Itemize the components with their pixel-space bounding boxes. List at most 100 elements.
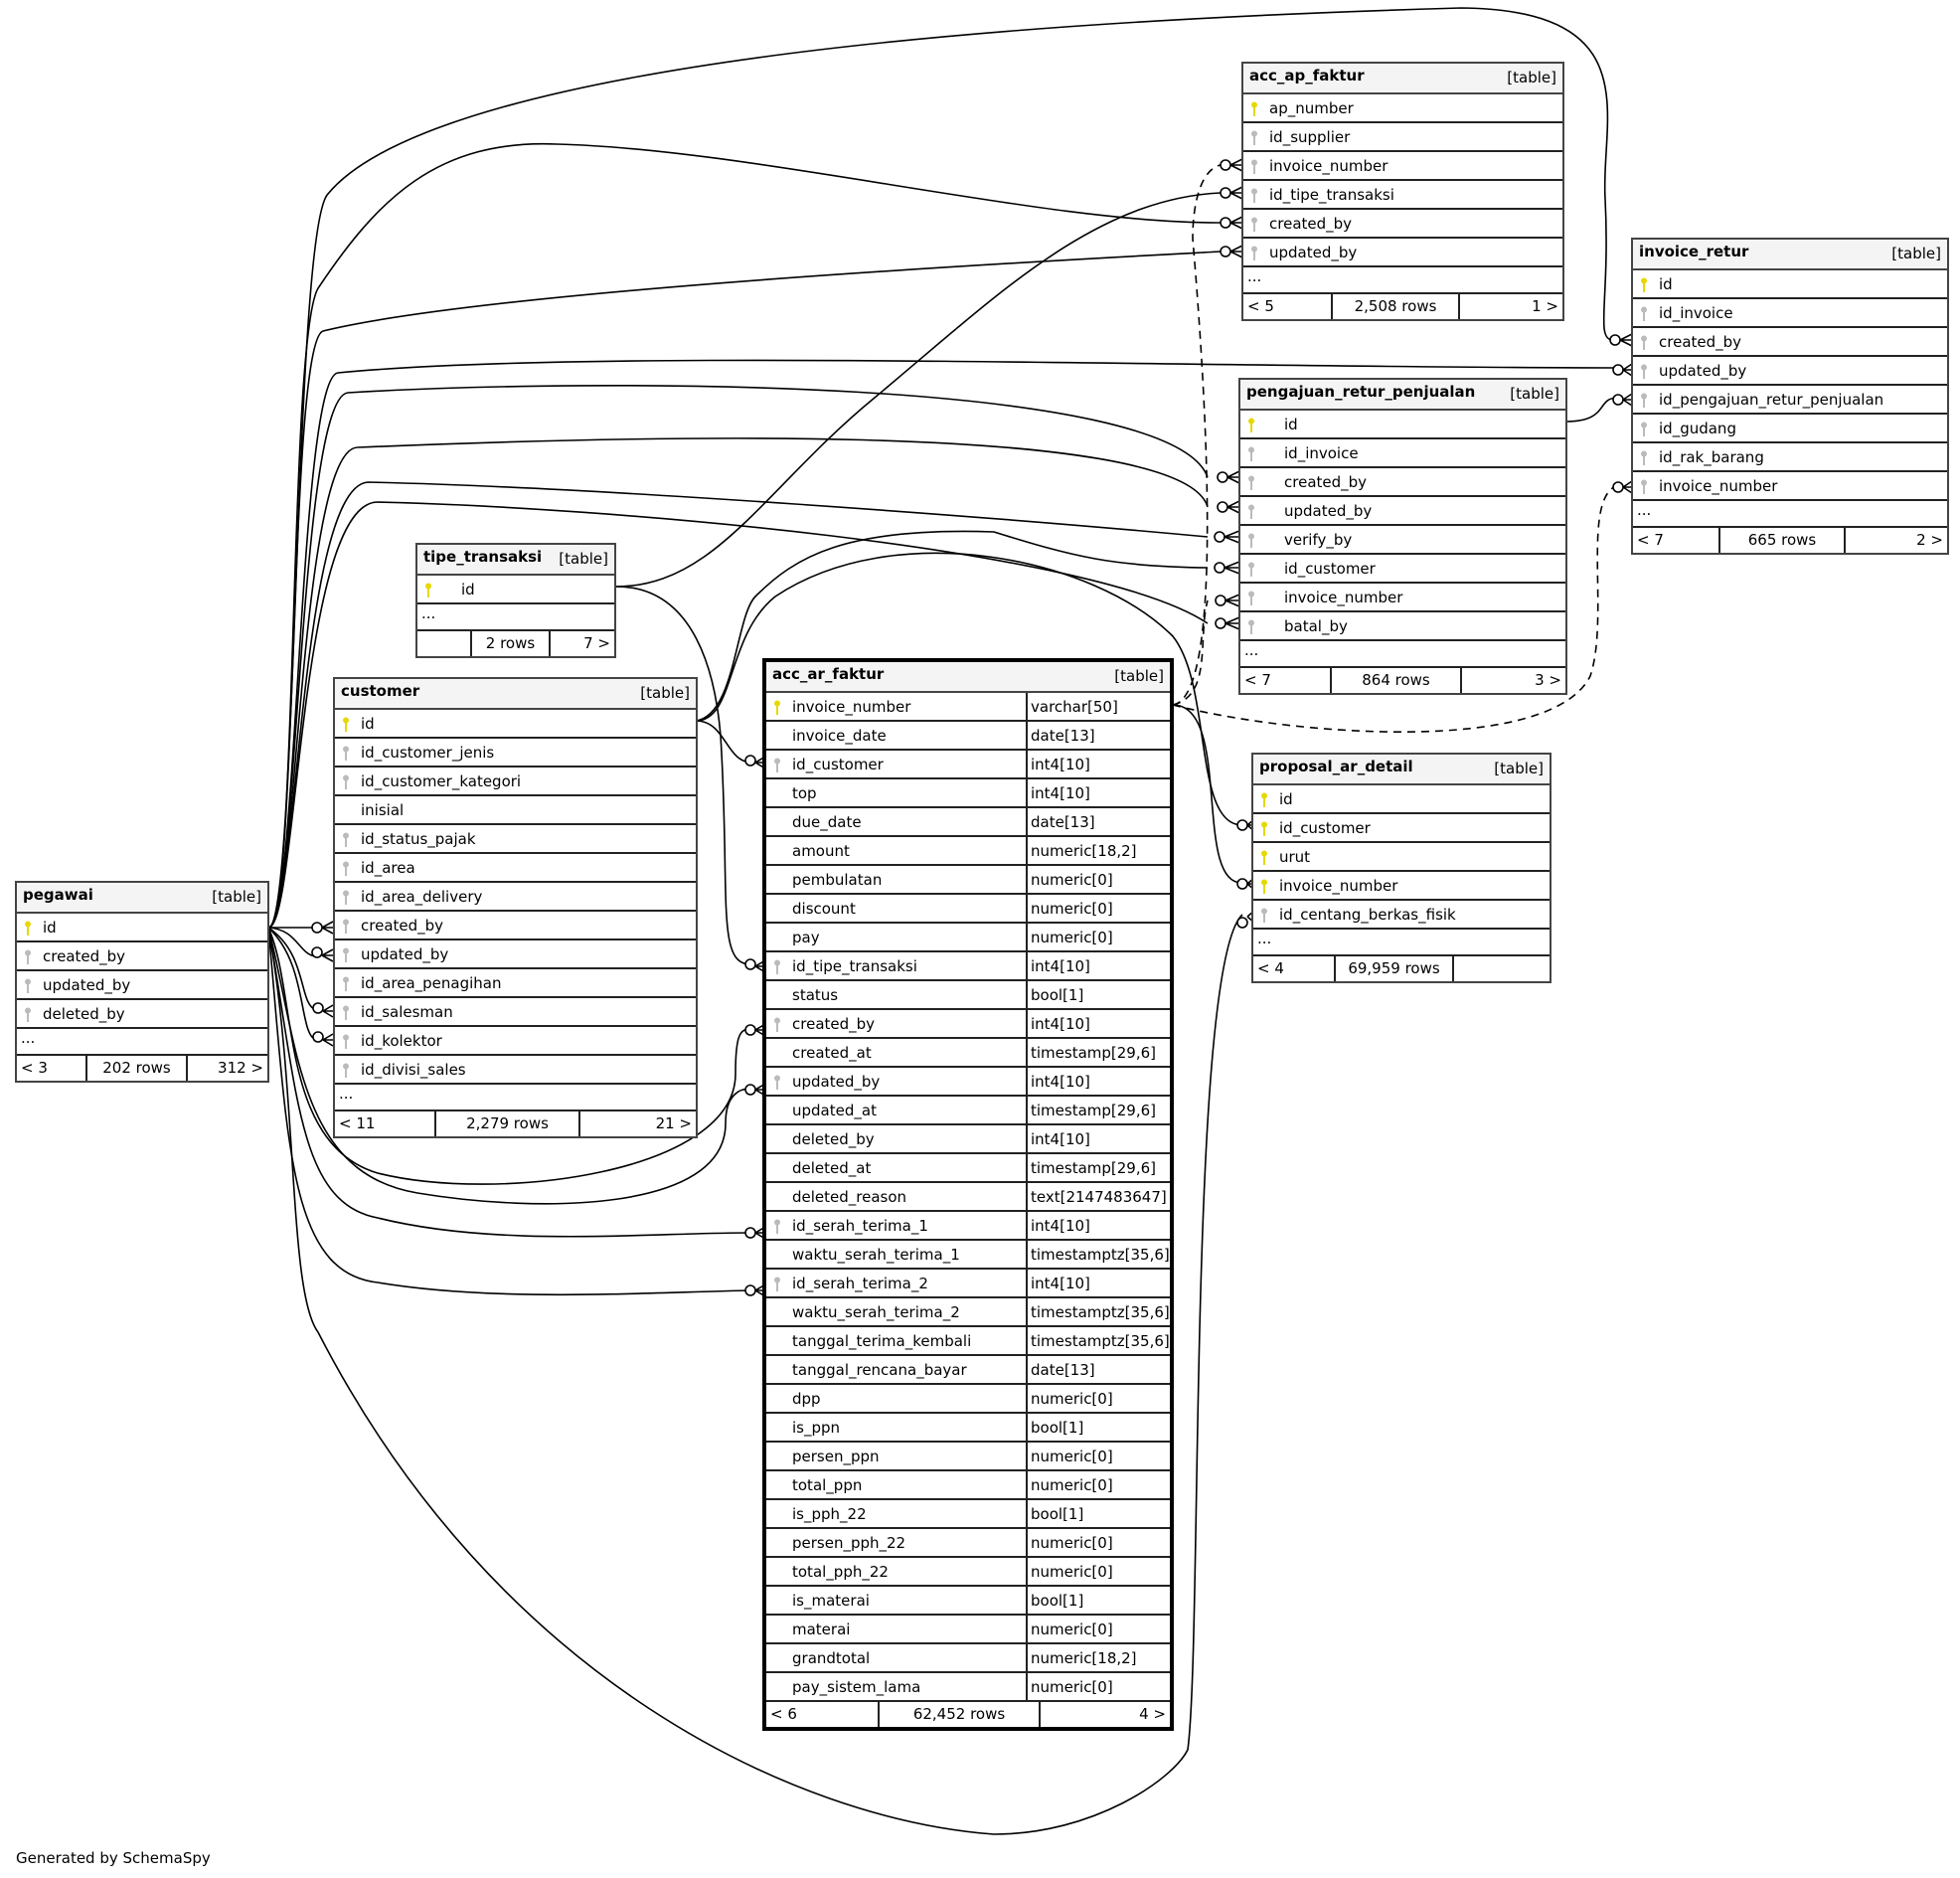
column-row[interactable]: verify_by — [1240, 526, 1565, 555]
table-name[interactable]: pegawai — [23, 886, 93, 904]
parents-link[interactable]: < 4 — [1253, 956, 1336, 981]
children-link[interactable]: 21 > — [655, 1114, 692, 1132]
table-name[interactable]: pengajuan_retur_penjualan — [1246, 383, 1476, 401]
column-row[interactable]: created_by — [335, 912, 696, 940]
children-link[interactable]: 7 > — [583, 634, 610, 652]
parents-link[interactable] — [417, 631, 472, 656]
column-row[interactable]: updated_by — [1633, 357, 1947, 386]
children-link[interactable]: 3 > — [1535, 671, 1561, 689]
column-row[interactable]: id_centang_berkas_fisik — [1253, 901, 1550, 930]
column-row[interactable]: created_by — [17, 942, 267, 971]
column-row[interactable]: created_by — [1240, 468, 1565, 497]
column-row[interactable]: id — [335, 710, 696, 739]
children-link[interactable]: 4 > — [1139, 1705, 1166, 1723]
column-row[interactable]: created_by — [1243, 210, 1562, 239]
column-row[interactable]: invoice_number — [1243, 152, 1562, 181]
table-name[interactable]: invoice_retur — [1639, 243, 1749, 260]
column-row[interactable]: id_area — [335, 854, 696, 883]
column-row[interactable]: inisial — [335, 796, 696, 825]
children-link[interactable] — [1454, 956, 1550, 981]
column-row[interactable]: batal_by — [1240, 612, 1565, 641]
parents-link[interactable]: < 11 — [335, 1111, 436, 1136]
column-row[interactable]: id_customer — [1240, 555, 1565, 584]
column-row[interactable]: id_kolektor — [335, 1027, 696, 1056]
column-row[interactable]: id_status_pajak — [335, 825, 696, 854]
column-row[interactable]: id_invoice — [1240, 439, 1565, 468]
table-name[interactable]: acc_ar_faktur — [772, 665, 885, 683]
column-row[interactable]: id — [1240, 411, 1565, 439]
table-name[interactable]: proposal_ar_detail — [1259, 758, 1413, 775]
parents-link[interactable]: < 7 — [1240, 668, 1332, 693]
children-link[interactable]: 2 > — [1916, 531, 1943, 549]
column-row[interactable]: id_area_penagihan — [335, 969, 696, 998]
column-row[interactable]: id_rak_barang — [1633, 443, 1947, 472]
column-row[interactable]: urut — [1253, 843, 1550, 872]
column-row[interactable]: updated_by — [1240, 497, 1565, 526]
children-link[interactable]: 312 > — [218, 1059, 263, 1077]
parents-link[interactable]: < 6 — [766, 1702, 880, 1727]
column-row[interactable]: id_invoice — [1633, 299, 1947, 328]
column-row[interactable]: id — [17, 914, 267, 942]
column-row[interactable]: id_divisi_sales — [335, 1056, 696, 1085]
table-name[interactable]: tipe_transaksi — [423, 548, 543, 566]
column-row[interactable]: id_supplier — [1243, 123, 1562, 152]
column-row[interactable]: id — [1253, 785, 1550, 814]
column-row[interactable]: updated_by — [335, 940, 696, 969]
parents-link[interactable]: < 3 — [17, 1056, 87, 1081]
column-row[interactable]: id_gudang — [1633, 415, 1947, 443]
column-row[interactable]: id_area_delivery — [335, 883, 696, 912]
column-row[interactable]: updated_by — [17, 971, 267, 1000]
column-row[interactable]: invoice_number — [1633, 472, 1947, 501]
table-name[interactable]: customer — [341, 682, 420, 700]
column-row[interactable]: id_customer — [1253, 814, 1550, 843]
column-row[interactable]: id_pengajuan_retur_penjualan — [1633, 386, 1947, 415]
column-row[interactable]: invoice_number — [1240, 584, 1565, 612]
children-link[interactable]: 1 > — [1532, 297, 1558, 315]
column-row[interactable]: created_by — [1633, 328, 1947, 357]
column-row[interactable]: invoice_number — [1253, 872, 1550, 901]
column-row[interactable]: updated_by — [1243, 239, 1562, 267]
table-name[interactable]: acc_ap_faktur — [1249, 67, 1365, 85]
parents-link[interactable]: < 7 — [1633, 528, 1720, 553]
column-row[interactable]: id — [417, 576, 614, 604]
